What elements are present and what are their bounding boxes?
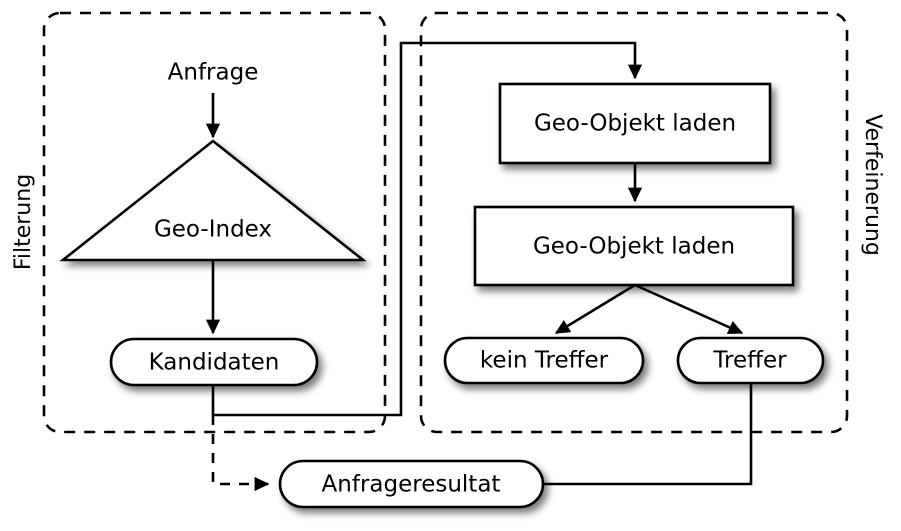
group-filterung-border	[42, 11, 387, 434]
node-geo-objekt-laden-2-shape	[473, 205, 795, 287]
group-filterung-label: Filterung	[11, 174, 36, 270]
node-geo-index-label: Geo-Index	[154, 217, 272, 243]
node-geo-objekt-laden-2-label: Geo-Objekt laden	[533, 234, 735, 260]
node-geo-index: Geo-Index	[59, 139, 367, 262]
group-verfeinerung: Verfeinerung	[419, 11, 885, 434]
node-anfrage-label: Anfrage	[168, 60, 259, 86]
node-geo-objekt-laden-1: Geo-Objekt laden	[498, 82, 772, 165]
node-kandidaten-label: Kandidaten	[149, 350, 280, 376]
node-kein-treffer-label: kein Treffer	[480, 348, 609, 374]
group-verfeinerung-label: Verfeinerung	[860, 114, 885, 256]
group-filterung: Filterung	[11, 11, 387, 434]
node-geo-objekt-laden-2: Geo-Objekt laden	[473, 205, 795, 287]
node-geo-index-shape	[59, 139, 367, 262]
node-anfrageresultat-shape	[278, 459, 545, 509]
node-anfrageresultat: Anfrageresultat	[278, 459, 545, 509]
node-geo-objekt-laden-1-shape	[498, 82, 772, 165]
edge-kandidaten-to-anfrageresultat	[211, 415, 270, 492]
edge-treffer-to-anfrageresultat	[541, 382, 753, 486]
edge-geo-objekt-laden-2-to-treffer	[634, 283, 744, 335]
node-anfrageresultat-label: Anfrageresultat	[322, 472, 501, 498]
node-kein-treffer: kein Treffer	[443, 336, 645, 385]
node-treffer-shape	[676, 336, 825, 385]
node-geo-objekt-laden-1-label: Geo-Objekt laden	[534, 111, 736, 137]
node-treffer: Treffer	[676, 336, 825, 385]
edge-geo-objekt-laden-2-to-kein-treffer	[554, 283, 636, 335]
node-kein-treffer-shape	[443, 336, 645, 385]
edge-kandidaten-to-geo-objekt-laden-1	[211, 41, 643, 417]
group-verfeinerung-border	[419, 11, 849, 434]
node-kandidaten-shape	[109, 337, 319, 387]
node-kandidaten: Kandidaten	[109, 337, 319, 387]
node-treffer-label: Treffer	[712, 348, 787, 374]
